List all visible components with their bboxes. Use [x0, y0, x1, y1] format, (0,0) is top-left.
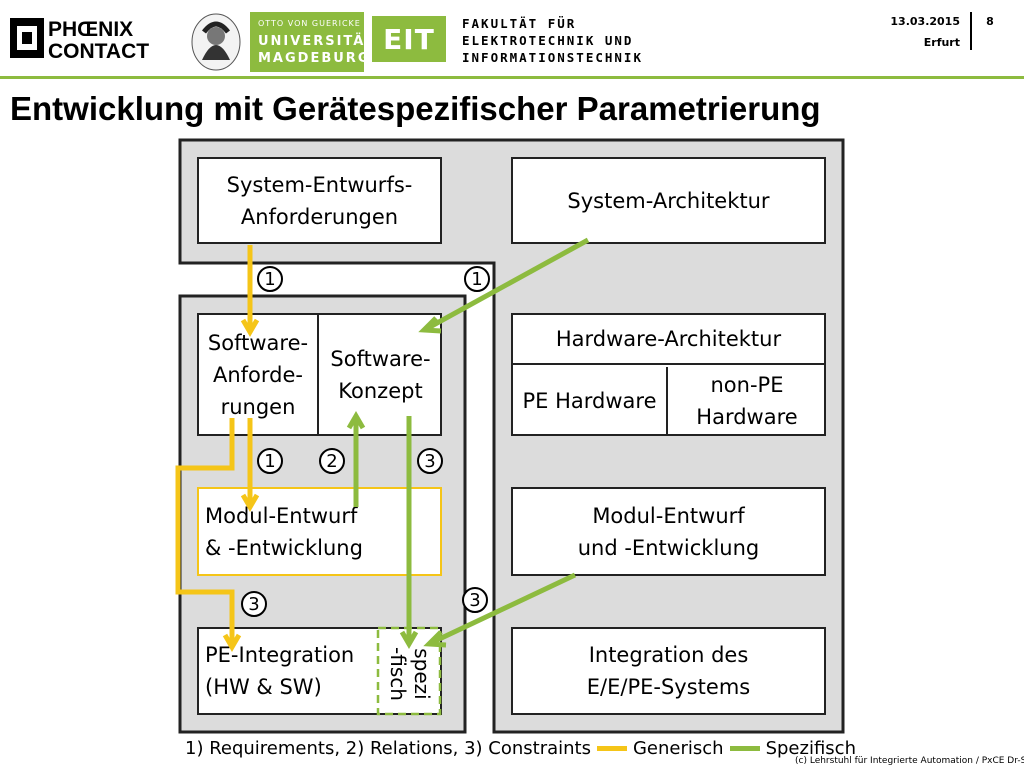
system-requirements-box: System-Entwurfs- Anforderungen: [197, 157, 442, 244]
specific-arrow-hw-module-to-integration: [431, 572, 577, 645]
legend-text: 1) Requirements, 2) Relations, 3) Constr…: [185, 738, 591, 759]
marker-relations: 2: [319, 448, 345, 474]
svg-text:CONTACT: CONTACT: [48, 40, 149, 63]
system-frame: [178, 138, 845, 734]
ovgu-logo: OTTO VON GUERICKE UNIVERSITÄT MAGDEBURG: [188, 12, 373, 72]
header-separator: [970, 12, 972, 50]
generic-arrowhead: [222, 633, 242, 652]
marker-constraints: 3: [462, 587, 488, 613]
header-divider: [0, 76, 1024, 79]
generic-arrowhead: [240, 493, 260, 512]
non-pe-hardware-cell: non-PE Hardware: [696, 372, 798, 429]
marker-constraints: 3: [417, 448, 443, 474]
specific-arrowhead: [399, 630, 419, 649]
module-design-sw-box: Modul-Entwurf & -Entwicklung: [197, 487, 442, 576]
svg-text:PHŒNIX: PHŒNIX: [48, 18, 133, 41]
slide-date: 13.03.2015: [890, 15, 960, 28]
system-architecture-box: System-Architektur: [511, 157, 826, 244]
faculty-line: FAKULTÄT FÜR: [462, 16, 577, 31]
eit-logo: EIT: [372, 16, 446, 62]
legend: 1) Requirements, 2) Relations, 3) Constr…: [185, 738, 856, 759]
software-requirements-concept-box: [197, 313, 442, 436]
legend-generic-swatch: [596, 746, 627, 751]
faculty-line: INFORMATIONSTECHNIK: [462, 50, 643, 65]
svg-text:OTTO VON GUERICKE: OTTO VON GUERICKE: [258, 19, 361, 28]
marker-requirements: 1: [257, 448, 283, 474]
pe-hardware-cell: PE Hardware: [513, 367, 668, 434]
faculty-line: ELEKTROTECHNIK UND: [462, 33, 634, 48]
specific-arrowhead: [423, 630, 447, 648]
specific-arrow-architecture-to-concept: [426, 237, 590, 331]
faculty-name: FAKULTÄT FÜR ELEKTROTECHNIK UND INFORMAT…: [462, 15, 643, 66]
slide-place: Erfurt: [923, 36, 960, 49]
marker-constraints: 3: [241, 591, 267, 617]
specific-label: spezi -fisch: [386, 647, 434, 701]
generic-arrowhead: [240, 318, 260, 337]
svg-text:UNIVERSITÄT: UNIVERSITÄT: [258, 33, 364, 49]
page-number: 8: [986, 15, 994, 28]
copyright: (c) Lehrstuhl für Integrierte Automation…: [795, 756, 1024, 766]
phoenix-contact-logo: PHŒNIX CONTACT: [8, 14, 176, 64]
module-design-hw-box: Modul-Entwurf und -Entwicklung: [511, 487, 826, 576]
marker-requirements: 1: [464, 266, 490, 292]
legend-specific-label: Spezifisch: [765, 738, 856, 759]
specific-arrowhead: [346, 411, 366, 430]
software-requirements-cell: Software- Anforde- rungen: [199, 315, 319, 434]
generic-arrow-sw-req-to-integration: [175, 418, 235, 645]
marker-requirements: 1: [257, 266, 283, 292]
legend-generic-label: Generisch: [632, 738, 724, 759]
legend-specific-swatch: [729, 746, 760, 751]
hardware-architecture-box: [511, 313, 826, 436]
specific-arrowhead: [418, 316, 442, 334]
hardware-architecture-label: Hardware-Architektur: [513, 315, 824, 365]
svg-text:MAGDEBURG: MAGDEBURG: [258, 51, 364, 66]
slide-title: Entwicklung mit Gerätespezifischer Param…: [10, 90, 821, 127]
system-integration-box: Integration des E/E/PE-Systems: [511, 627, 826, 715]
software-concept-cell: Software- Konzept: [330, 346, 431, 403]
